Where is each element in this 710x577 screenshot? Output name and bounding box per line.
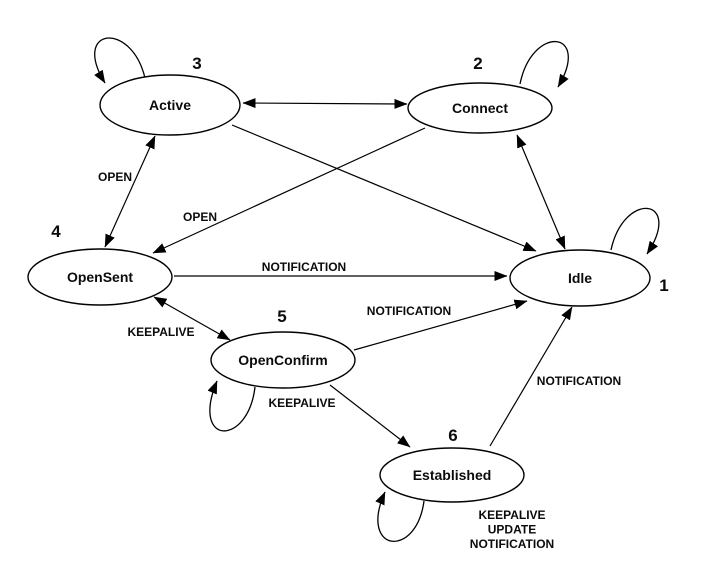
self-loop-label-established-2: NOTIFICATION — [470, 537, 554, 551]
state-number-active: 3 — [192, 54, 201, 73]
transition-label-opensent-openconfirm: KEEPALIVE — [127, 325, 194, 339]
transition-label-established-idle: NOTIFICATION — [537, 374, 621, 388]
state-number-connect: 2 — [473, 54, 482, 73]
self-loop-label-established-0: KEEPALIVE — [478, 508, 545, 522]
transition-label-openconfirm-established: KEEPALIVE — [268, 396, 335, 410]
transition-edge-connect-idle — [516, 134, 566, 250]
state-number-established: 6 — [448, 426, 457, 445]
transition-edge-opensent-active — [104, 135, 156, 248]
transition-edge-active-connect — [242, 98, 408, 109]
self-loop-label-established-1: UPDATE — [488, 523, 536, 537]
state-label-active: Active — [149, 97, 191, 113]
state-number-openconfirm: 5 — [277, 307, 286, 326]
state-number-opensent: 4 — [51, 222, 61, 241]
state-ellipse-openconfirm — [210, 331, 356, 389]
self-loop-active — [94, 37, 146, 84]
transition-label-opensent-idle: NOTIFICATION — [262, 260, 346, 274]
self-loop-established — [375, 491, 425, 542]
state-number-idle: 1 — [659, 276, 668, 295]
state-ellipse-established — [379, 447, 525, 503]
self-loop-openconfirm — [207, 380, 256, 432]
state-ellipse-idle — [509, 249, 651, 307]
self-loop-connect — [519, 40, 569, 88]
transition-edge-openconfirm-idle — [353, 299, 528, 351]
state-label-openconfirm: OpenConfirm — [238, 352, 327, 368]
transition-edge-active-idle — [231, 124, 537, 252]
transition-edge-connect-opensent — [152, 127, 426, 254]
state-ellipse-opensent — [27, 248, 173, 306]
state-label-connect: Connect — [452, 100, 508, 116]
transition-label-opensent-active: OPEN — [98, 170, 132, 184]
transition-edge-established-idle — [489, 306, 573, 447]
state-label-opensent: OpenSent — [67, 269, 133, 285]
state-label-established: Established — [413, 467, 492, 483]
transition-edge-opensent-openconfirm — [153, 296, 231, 341]
state-ellipse-connect — [407, 82, 553, 134]
transition-label-openconfirm-idle: NOTIFICATION — [367, 304, 451, 318]
state-ellipse-active — [99, 74, 241, 136]
self-loop-idle — [610, 207, 660, 255]
state-label-idle: Idle — [568, 270, 592, 286]
transition-edge-openconfirm-established — [329, 384, 411, 448]
transition-label-connect-opensent: OPEN — [183, 210, 217, 224]
